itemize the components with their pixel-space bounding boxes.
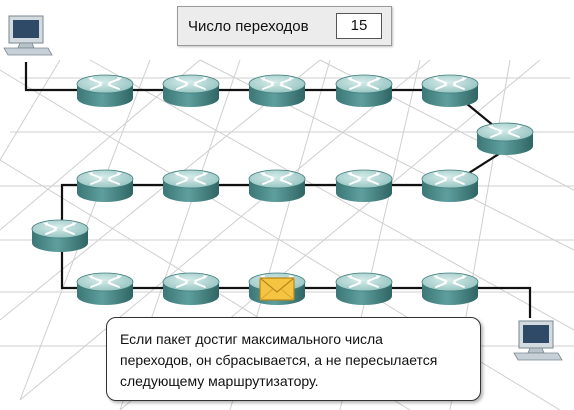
router-icon xyxy=(248,169,306,203)
router-icon xyxy=(76,74,134,108)
callout-line: переходов, он сбрасывается, а не пересыл… xyxy=(120,352,438,368)
router-icon xyxy=(31,219,89,253)
router-icon xyxy=(76,169,134,203)
explanation-callout: Если пакет достиг максимального числа пе… xyxy=(106,317,481,401)
router-icon xyxy=(421,272,479,306)
router-icon xyxy=(162,272,220,306)
hop-count-panel: Число переходов 15 xyxy=(177,6,392,46)
router-icon xyxy=(335,169,393,203)
source-computer-icon xyxy=(3,15,53,56)
router-icon xyxy=(335,272,393,306)
router-icon xyxy=(335,74,393,108)
callout-line: следующему маршрутизатору. xyxy=(120,373,319,389)
hop-count-label: Число переходов xyxy=(188,18,309,35)
router-icon xyxy=(248,74,306,108)
callout-line: Если пакет достиг максимального числа xyxy=(120,331,383,347)
router-icon xyxy=(421,74,479,108)
router-icon xyxy=(162,74,220,108)
router-icon xyxy=(421,169,479,203)
router-icon xyxy=(162,169,220,203)
envelope-icon xyxy=(259,277,295,301)
hop-count-value: 15 xyxy=(336,13,382,39)
router-icon xyxy=(476,122,534,156)
destination-computer-icon xyxy=(513,320,563,361)
router-icon xyxy=(76,272,134,306)
